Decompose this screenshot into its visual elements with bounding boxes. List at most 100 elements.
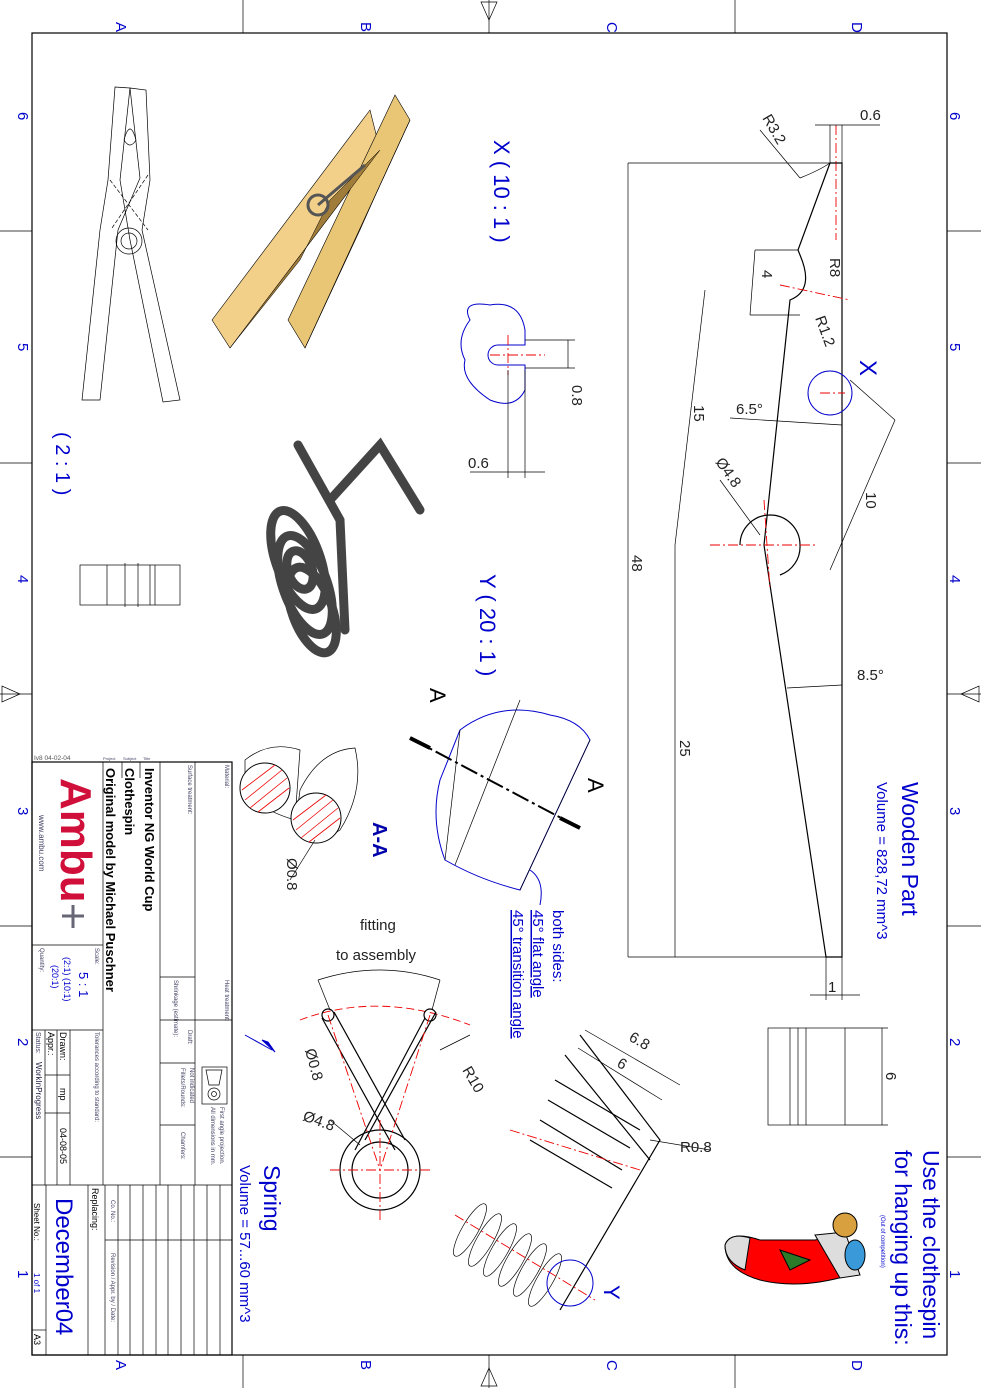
detail-x-view (460, 303, 575, 478)
tb-co-no: Co. No.: (109, 1200, 115, 1222)
dim-r3-2: R3.2 (759, 112, 790, 148)
note-sub: (Out of competition) (879, 1215, 885, 1268)
dim-r8: R8 (826, 258, 843, 277)
tb-sheet: 1 of 1 (32, 1273, 41, 1294)
tb-status-label: Status: (34, 1032, 41, 1054)
tb-scale3: (20:1) (50, 965, 60, 989)
tb-scale: 5 : 1 (76, 972, 91, 997)
tb-units: All dimensions in mm. (209, 1107, 215, 1166)
spring-3d-render (266, 437, 425, 658)
tb-status: WorkInProgress (34, 1062, 43, 1119)
tb-scale-label: Scale: (93, 948, 99, 965)
tb-tolerances: Tolerances according to standard: (93, 1032, 99, 1122)
zone-1-left: 1 (14, 1270, 31, 1278)
tb-subject: Clothespin (122, 768, 137, 835)
section-note-both-sides: both sides: (549, 910, 566, 983)
side-dim-6: 6 (882, 1072, 899, 1080)
tb-drawn-date: 04-08-05 (58, 1128, 68, 1164)
zone-d-top: D (848, 22, 865, 33)
tb-drawn-by: mp (58, 1088, 68, 1101)
tb-replacing: Replacing: (90, 1188, 100, 1231)
spring-fit-line1: fitting (360, 917, 396, 934)
tb-appr-label: Appr.: (46, 1032, 56, 1056)
zone-6-left: 6 (14, 112, 31, 120)
spring-dim-6-8: 6.8 (626, 1029, 653, 1054)
dim-25: 25 (676, 740, 693, 757)
tb-drawing-name: December04 (50, 1198, 77, 1335)
spring-side-view (453, 1029, 711, 1311)
tb-not-indicated: Not indicated (188, 1068, 194, 1103)
dim-10: 10 (862, 492, 879, 509)
tb-projection: First angle projection. (218, 1107, 224, 1165)
dim-hole-dia: Ø4.8 (712, 455, 745, 491)
tb-draft: Draft: (186, 1030, 192, 1045)
detail-x-marker: X (854, 360, 881, 376)
tb-fillets: Fillets/Rounds: (179, 1068, 185, 1108)
tb-size: A3 (32, 1334, 42, 1345)
zone-5-left: 5 (14, 343, 31, 351)
section-note-transition-angle: 45° transition angle (509, 910, 526, 1039)
tb-url: www.ambu.com (37, 814, 46, 872)
spring-dim-6: 6 (614, 1055, 630, 1074)
zone-2-right: 2 (946, 1038, 963, 1046)
section-a-a-view (239, 746, 359, 881)
section-a-a-label: A-A (368, 822, 390, 858)
section-note-flat-angle: 45° flat angle (529, 910, 546, 998)
tb-drawn-label: Drawn: (58, 1032, 68, 1061)
tb-material: Material: (223, 765, 229, 788)
tb-project: Inventor NG World Cup (142, 768, 157, 912)
spring-title: Spring (259, 1165, 285, 1231)
tb-scale2: (2:1) (10:1) (62, 957, 72, 1002)
detail-x-label: X ( 10 : 1 ) (489, 140, 514, 243)
dim-48: 48 (628, 555, 645, 572)
wooden-part-volume: Volume = 828,72 mm^3 (873, 782, 890, 940)
tb-hdr-project: Project (103, 756, 116, 761)
zone-a-top: A (112, 22, 129, 32)
clothespin-front-view (81, 86, 181, 403)
zone-5-right: 5 (946, 343, 963, 351)
tb-surface: Surface treatment: (186, 765, 192, 815)
zone-2-left: 2 (14, 1038, 31, 1046)
title-block (31, 761, 233, 1356)
section-dim-dia: Ø0.8 (283, 858, 300, 891)
clothespin-side-view (79, 563, 181, 607)
zone-1-right: 1 (946, 1270, 963, 1278)
note-line2: for hanging up this: (890, 1150, 916, 1346)
dim-angle-8-5: 8.5° (857, 667, 884, 684)
wooden-part-profile (627, 124, 896, 1000)
ambu-logo: Ambu (51, 778, 100, 903)
zone-c-bottom: C (603, 1360, 620, 1371)
spring-front-view (244, 969, 471, 1220)
zone-4-left: 4 (14, 575, 31, 583)
zone-c-top: C (603, 22, 620, 33)
tb-revision: Revision / Appr. by / Date: (109, 1253, 115, 1322)
overview-scale-label: ( 2 : 1 ) (51, 432, 73, 495)
dim-notch-4: 4 (758, 270, 775, 278)
detail-x-dim-0.6: 0.6 (468, 455, 489, 472)
dim-r1-2: R1.2 (811, 314, 838, 350)
tb-sheet-label: Sheet No.: (32, 1203, 41, 1241)
ambu-logo-mark (62, 905, 84, 928)
tb-hdr-subject: Subject (123, 756, 137, 761)
section-marker-top: A (425, 688, 450, 703)
dim-tip-1: 1 (828, 979, 836, 996)
section-marker-bottom: A (583, 778, 608, 793)
christmas-stocking-image (724, 1212, 866, 1285)
tb-chamfers: Chamfers: (179, 1132, 185, 1160)
zone-4-right: 4 (946, 575, 963, 583)
zone-6-right: 6 (946, 112, 963, 120)
spring-dim-r0-8: R0.8 (680, 1139, 712, 1156)
detail-y-marker: Y (599, 1285, 624, 1300)
spring-dim-r10: R10 (459, 1064, 487, 1096)
tb-hdr-title: Title (143, 756, 151, 761)
tb-quantity: Quantity: (38, 948, 44, 972)
detail-x-dim-0.8: 0.8 (568, 385, 585, 406)
section-view-wire (409, 699, 591, 906)
detail-y-label: Y ( 20 : 1 ) (475, 574, 500, 676)
tb-heat: Heat treatment: (223, 980, 229, 1022)
dim-15: 15 (690, 405, 707, 422)
dim-top-width: 0.6 (860, 107, 881, 124)
spring-dim-coil: Ø4.8 (301, 1108, 337, 1135)
spring-fit-line2: to assembly (336, 947, 417, 964)
